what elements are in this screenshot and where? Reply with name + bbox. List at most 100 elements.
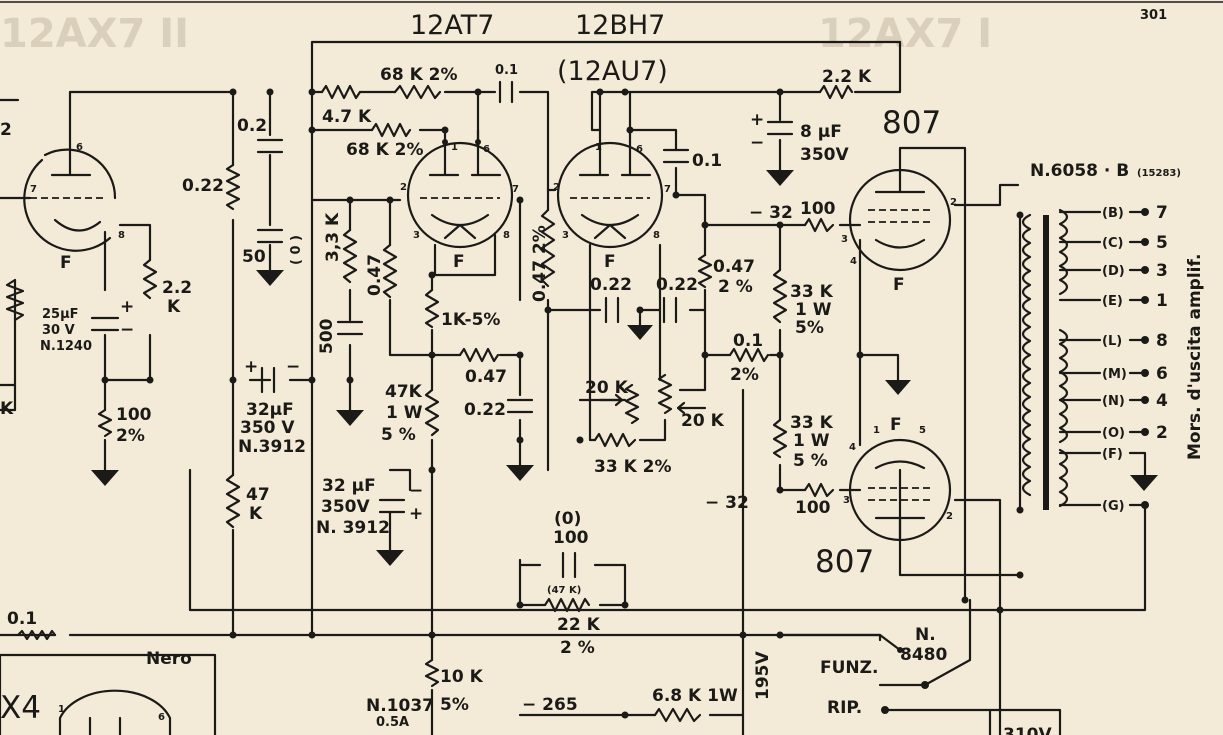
label-minus-265: − 265 [522, 695, 578, 715]
terminal-letter: (C) [1102, 236, 1123, 251]
label-33k: 3,3 K [323, 212, 343, 262]
pin-label: 5 [919, 425, 926, 436]
label-25uf-part: N.1240 [40, 339, 92, 354]
label-47k-1w-value: 47K [385, 382, 423, 402]
pin-label: 2 [946, 511, 953, 522]
tube-807-top-label: 807 [882, 105, 941, 141]
label-47k-1w-tol: 5 % [381, 425, 416, 445]
label-32uf-a-voltage: 350 V [240, 418, 295, 438]
label-8uf-value: 8 μF [800, 122, 842, 142]
label-68k-1w: 6.8 K 1W [652, 686, 738, 706]
label-wire-nero: Nero [146, 649, 192, 669]
terminal-letter: (M) [1102, 367, 1127, 382]
label-32uf-a-value: 32μF [246, 400, 294, 420]
pin-label: 6 [636, 144, 643, 155]
tube-left [23, 138, 117, 252]
terminal-letter: (O) [1102, 426, 1125, 441]
capacitors [90, 80, 794, 579]
transformer-labels: N.6058 · B (15283) (B) 7 (C) 5 (D) 3 (E)… [1030, 161, 1205, 514]
label-25uf-minus: − [120, 320, 134, 340]
pin-label: 3 [413, 230, 420, 241]
tube-807-bottom-label: 807 [815, 544, 874, 580]
label-047-right-value: 0.47 [713, 257, 755, 277]
left-fragment-k: K [0, 399, 14, 419]
pin-label: 8 [503, 230, 510, 241]
label-33k-1w-bot-tol: 5 % [793, 451, 828, 471]
label-22k-left-unit: K [167, 297, 181, 317]
label-33k-1w-top-value: 33 K [790, 282, 834, 302]
pin-label: 2 [950, 197, 957, 208]
terminal-number: 1 [1156, 291, 1168, 311]
label-047-right-tol: 2 % [718, 277, 753, 297]
label-68k-top: 68 K 2% [380, 65, 458, 85]
tube-rectifier-x4 [58, 689, 172, 735]
pin-label: 2 [400, 182, 407, 193]
label-cap-100-paren: (0) [554, 509, 581, 529]
label-bias-bot: − 32 [705, 493, 749, 513]
terminal-letter: (G) [1102, 499, 1125, 514]
label-switch-part-number: 8480 [900, 645, 947, 665]
tube-12bh7-heater: F [604, 252, 616, 272]
terminal-number: 3 [1156, 261, 1168, 281]
label-32uf-b-voltage: 350V [321, 497, 370, 517]
label-22k-left-value: 2.2 [162, 278, 192, 298]
label-25uf-plus: + [120, 297, 134, 317]
pin-label: 4 [850, 256, 857, 267]
label-195v: 195V [753, 651, 773, 700]
resistors [5, 84, 854, 723]
transformer-code: (15283) [1137, 168, 1181, 179]
label-switch-funz: FUNZ. [820, 658, 878, 678]
label-01-left: 0.1 [7, 609, 37, 629]
label-22k-2pct-tol: 2 % [560, 638, 595, 658]
terminal-number: 4 [1156, 391, 1168, 411]
terminal-letter: (E) [1102, 294, 1123, 309]
pin-label: 2 [553, 182, 560, 193]
tube-12at7 [406, 139, 514, 249]
pin-label: 7 [664, 184, 671, 195]
label-47k-top: 4.7 K [322, 107, 372, 127]
pin-label: 8 [118, 230, 125, 241]
label-cap-02: 0.2 [237, 116, 267, 136]
ghost-text-right: 12AX7 I [818, 11, 992, 57]
pin-label: 6 [158, 712, 165, 723]
output-transformer [1021, 208, 1149, 510]
transformer-part: N.6058 · B [1030, 161, 1129, 181]
label-switch-rip: RIP. [827, 698, 862, 718]
label-cap-01-right: 0.1 [692, 151, 722, 171]
tube-x4-label: X4 [0, 690, 41, 726]
tube-12at7-label: 12AT7 [410, 10, 494, 41]
pin-label: 7 [512, 184, 519, 195]
label-pot-20k-right: 20 K [681, 411, 725, 431]
left-fragment-pin: 2 [0, 120, 12, 140]
label-fuse-rating: 0.5A [376, 715, 409, 730]
label-32uf-b-value: 32 μF [322, 476, 376, 496]
terminal-letter: (L) [1102, 334, 1122, 349]
label-cap-01-mid-tol: 2% [730, 365, 759, 385]
label-8uf-minus: − [750, 133, 764, 153]
pin-label: 3 [843, 495, 850, 506]
label-310v: 310V [1003, 725, 1052, 735]
pin-label: 4 [849, 442, 856, 453]
wiring [0, 40, 1147, 735]
label-100-bot: 100 [795, 498, 831, 518]
label-cap-100: 100 [553, 528, 589, 548]
label-cap-50: 50 [242, 247, 266, 267]
label-32uf-a-plus: + [244, 357, 258, 377]
label-cap-500: 500 [317, 318, 337, 354]
terminal-number: 8 [1156, 331, 1168, 351]
tube-12bh7 [556, 140, 664, 249]
ghost-text-left: 12AX7 II [0, 11, 189, 57]
label-cap-022-b: 0.22 [656, 275, 698, 295]
label-32uf-b-part: N. 3912 [316, 518, 390, 538]
tube-807-bottom [848, 438, 952, 542]
terminal-letter: (N) [1102, 394, 1125, 409]
pin-label: 1 [595, 142, 602, 153]
terminal-number: 6 [1156, 364, 1168, 384]
pin-label: 6 [76, 142, 83, 153]
label-22k-top: 2.2 K [822, 67, 872, 87]
label-22k-2pct-value: 22 K [557, 615, 601, 635]
label-10k-tol: 5% [440, 695, 469, 715]
label-33k-2pct: 33 K 2% [594, 457, 672, 477]
label-33k-1w-bot-value: 33 K [790, 413, 834, 433]
label-switch-part-prefix: N. [915, 625, 936, 645]
